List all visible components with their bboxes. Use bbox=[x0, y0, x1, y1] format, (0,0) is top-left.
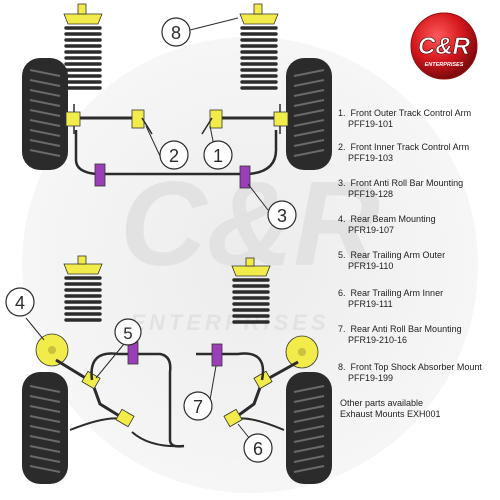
front-anti-roll-bar bbox=[74, 130, 278, 189]
front-right-tyre bbox=[286, 58, 332, 170]
part-code: PFR19-111 bbox=[348, 299, 393, 309]
part-name: Front Top Shock Absorber Mount bbox=[350, 362, 482, 372]
front-anti-roll-bar-bush-right bbox=[239, 165, 251, 189]
front-left-control-arm bbox=[65, 104, 153, 135]
part-name: Front Anti Roll Bar Mounting bbox=[350, 178, 464, 188]
callout-4: 4 bbox=[5, 287, 35, 317]
part-name: Front Inner Track Control Arm bbox=[350, 142, 470, 152]
part-item-5: 5. Rear Trailing Arm Outer PFR19-110 bbox=[338, 250, 498, 272]
part-code: PFR19-210-16 bbox=[348, 335, 408, 345]
callout-6: 6 bbox=[243, 433, 273, 463]
part-name: Rear Beam Mounting bbox=[350, 214, 436, 224]
svg-text:1: 1 bbox=[213, 146, 223, 166]
part-item-6: 6. Rear Trailing Arm Inner PFR19-111 bbox=[338, 288, 498, 310]
part-name: Front Outer Track Control Arm bbox=[350, 108, 472, 118]
logo-subtext: ENTERPRISES bbox=[425, 62, 464, 68]
watermark-subtext: ENTERPRISES bbox=[130, 310, 329, 335]
logo-text: C&R bbox=[418, 33, 471, 60]
callout-2: 2 bbox=[159, 140, 189, 170]
rear-left-tyre bbox=[22, 372, 68, 484]
part-code: PFF19-103 bbox=[348, 153, 394, 163]
part-item-4: 4. Rear Beam Mounting PFR19-107 bbox=[338, 214, 498, 236]
part-item-1: 1. Front Outer Track Control Arm PFF19-1… bbox=[338, 108, 498, 130]
front-left-tyre bbox=[22, 58, 68, 170]
svg-text:7: 7 bbox=[193, 397, 203, 417]
rear-beam-mounting-right bbox=[285, 335, 319, 369]
part-item-7: 7. Rear Anti Roll Bar Mounting PFR19-210… bbox=[338, 324, 498, 346]
part-code: PFF19-199 bbox=[348, 373, 394, 383]
rear-anti-roll-bar-bush-right bbox=[211, 343, 223, 367]
callout-7: 7 bbox=[183, 391, 213, 421]
svg-text:2: 2 bbox=[169, 146, 179, 166]
part-code: PFR19-107 bbox=[348, 225, 395, 235]
rear-beam-mounting-left bbox=[35, 333, 69, 367]
svg-text:8: 8 bbox=[171, 23, 181, 43]
other-parts-note: Other parts available Exhaust Mounts EXH… bbox=[340, 398, 441, 420]
front-anti-roll-bar-bush-left bbox=[94, 163, 106, 187]
part-item-3: 3. Front Anti Roll Bar Mounting PFF19-12… bbox=[338, 178, 498, 200]
part-code: PFF19-101 bbox=[348, 119, 394, 129]
svg-text:6: 6 bbox=[253, 439, 263, 459]
rear-right-tyre bbox=[286, 372, 332, 484]
svg-text:3: 3 bbox=[277, 206, 287, 226]
svg-text:4: 4 bbox=[15, 293, 25, 313]
exhaust-mounts-line: Exhaust Mounts EXH001 bbox=[340, 409, 441, 419]
callout-5: 5 bbox=[114, 318, 142, 346]
front-left-spring bbox=[63, 3, 103, 90]
part-code: PFF19-128 bbox=[348, 189, 394, 199]
part-item-2: 2. Front Inner Track Control Arm PFF19-1… bbox=[338, 142, 498, 164]
callout-8: 8 bbox=[161, 17, 191, 47]
rear-right-spring bbox=[231, 257, 271, 324]
front-right-control-arm bbox=[201, 104, 289, 135]
part-name: Rear Trailing Arm Inner bbox=[350, 288, 444, 298]
part-item-8: 8. Front Top Shock Absorber Mount PFF19-… bbox=[338, 362, 498, 384]
callout-leaders bbox=[25, 17, 269, 445]
rear-anti-roll-bar bbox=[90, 341, 265, 448]
logo-badge bbox=[410, 12, 478, 80]
brand-logo: C&R ENTERPRISES bbox=[410, 12, 478, 80]
svg-text:5: 5 bbox=[123, 324, 132, 343]
part-name: Rear Trailing Arm Outer bbox=[350, 250, 446, 260]
rear-left-spring bbox=[63, 255, 103, 322]
part-code: PFR19-110 bbox=[348, 261, 394, 271]
other-parts-line: Other parts available bbox=[340, 398, 424, 408]
part-name: Rear Anti Roll Bar Mounting bbox=[350, 324, 462, 334]
front-right-spring bbox=[239, 3, 279, 90]
callout-1: 1 bbox=[203, 140, 233, 170]
callout-3: 3 bbox=[267, 200, 297, 230]
